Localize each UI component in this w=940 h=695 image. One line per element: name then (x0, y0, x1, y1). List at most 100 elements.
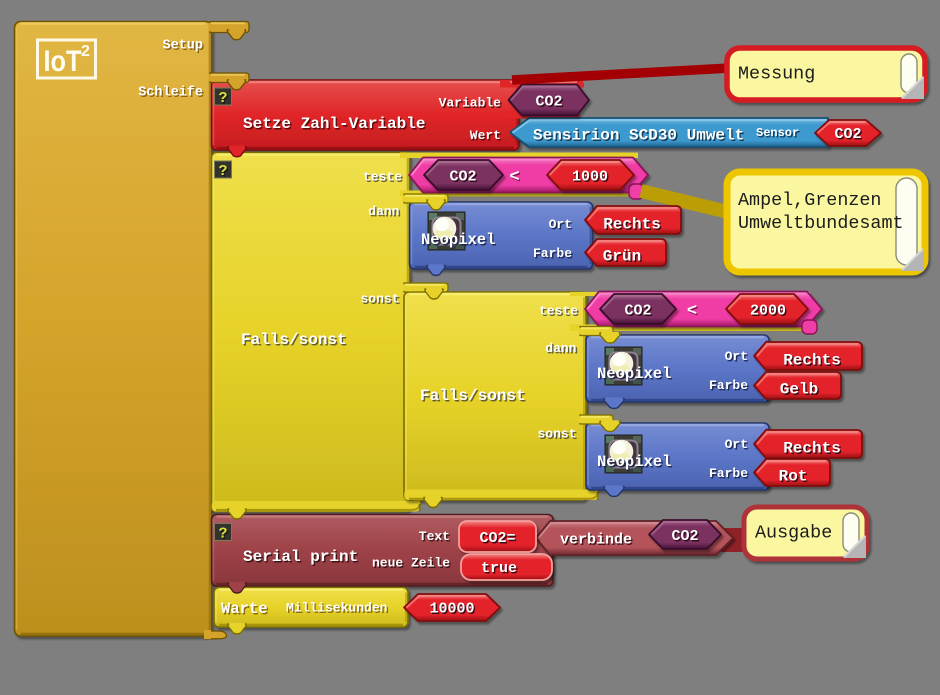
svg-text:?: ? (220, 527, 229, 544)
svg-text:Schleife: Schleife (138, 86, 203, 101)
svg-text:Farbe: Farbe (710, 379, 749, 394)
svg-text:Millisekunden: Millisekunden (286, 601, 388, 616)
svg-text:dann: dann (370, 205, 401, 220)
svg-text:Ort: Ort (550, 218, 573, 233)
svg-text:CO2: CO2 (673, 529, 700, 546)
svg-text:sonst: sonst (537, 427, 576, 442)
svg-text:Sensor: Sensor (756, 126, 799, 140)
svg-text:Rechts: Rechts (603, 216, 661, 234)
svg-text:Variable: Variable (440, 97, 503, 112)
svg-text:Ausgabe: Ausgabe (755, 523, 832, 544)
svg-text:Ort: Ort (725, 349, 748, 364)
svg-text:Umweltbundesamt: Umweltbundesamt (738, 213, 904, 234)
svg-text:true: true (481, 560, 517, 577)
svg-text:Sensor: Sensor (757, 127, 800, 141)
svg-text:CO2: CO2 (834, 126, 861, 143)
svg-text:verbinde: verbinde (560, 532, 632, 549)
svg-text:teste: teste (540, 305, 579, 320)
svg-text:Grün: Grün (603, 248, 641, 266)
svg-text:CO2: CO2 (624, 303, 651, 320)
svg-text:CO2: CO2 (836, 127, 863, 144)
svg-text:Rechts: Rechts (783, 440, 841, 458)
svg-text:dann: dann (547, 342, 578, 357)
svg-text:Millisekunden: Millisekunden (287, 602, 389, 617)
svg-text:Neopixel: Neopixel (597, 365, 671, 383)
svg-text:1000: 1000 (573, 170, 609, 187)
svg-text:Ort: Ort (726, 350, 749, 365)
svg-text:Neopixel: Neopixel (598, 454, 672, 472)
svg-text:Variable: Variable (439, 96, 502, 111)
svg-text:Farbe: Farbe (533, 246, 572, 261)
svg-text:sonst: sonst (539, 428, 578, 443)
svg-text:Falls/sonst: Falls/sonst (242, 332, 348, 350)
svg-text:Falls/sonst: Falls/sonst (241, 331, 347, 349)
svg-text:<: < (687, 302, 697, 321)
svg-text:Ort: Ort (549, 217, 572, 232)
svg-text:Rechts: Rechts (783, 352, 841, 370)
svg-text:Warte: Warte (222, 601, 269, 619)
svg-text:?: ? (220, 164, 229, 181)
svg-text:Rot: Rot (779, 468, 808, 486)
svg-text:Ampel,Grenzen: Ampel,Grenzen (738, 190, 881, 211)
svg-text:Gelb: Gelb (780, 381, 818, 399)
svg-text:Wert: Wert (471, 129, 502, 144)
svg-text:Rot: Rot (780, 469, 809, 487)
svg-text:sonst: sonst (362, 293, 401, 308)
svg-text:Rechts: Rechts (785, 353, 843, 371)
svg-text:Serial print: Serial print (244, 549, 359, 567)
svg-text:CO2: CO2 (451, 170, 478, 187)
svg-text:<: < (688, 303, 698, 322)
svg-text:Gelb: Gelb (781, 382, 819, 400)
svg-text:1000: 1000 (572, 169, 608, 186)
svg-text:?: ? (218, 526, 227, 543)
svg-text:teste: teste (364, 171, 403, 186)
svg-text:IoT: IoT (44, 45, 82, 78)
svg-text:2000: 2000 (751, 304, 787, 321)
svg-text:Setze Zahl-Variable: Setze Zahl-Variable (244, 116, 426, 134)
svg-text:Farbe: Farbe (534, 247, 573, 262)
svg-text:Rechts: Rechts (605, 217, 663, 235)
svg-text:neue Zeile: neue Zeile (372, 556, 450, 571)
svg-text:Setup: Setup (164, 40, 205, 55)
svg-text:Ort: Ort (725, 437, 748, 452)
svg-text:Neopixel: Neopixel (598, 366, 672, 384)
svg-text:10000: 10000 (429, 601, 474, 618)
svg-text:sonst: sonst (360, 292, 399, 307)
svg-text:Serial print: Serial print (243, 548, 358, 566)
svg-text:Farbe: Farbe (710, 467, 749, 482)
svg-text:Neopixel: Neopixel (597, 453, 671, 471)
svg-text:Setup: Setup (162, 39, 203, 54)
svg-text:Messung: Messung (738, 64, 815, 85)
svg-text:Farbe: Farbe (709, 378, 748, 393)
svg-text:Wert: Wert (470, 128, 501, 143)
svg-text:Ort: Ort (726, 438, 749, 453)
svg-text:neue Zeile: neue Zeile (373, 557, 451, 572)
svg-text:teste: teste (539, 304, 578, 319)
svg-text:Setze Zahl-Variable: Setze Zahl-Variable (243, 115, 425, 133)
svg-text:Neopixel: Neopixel (422, 232, 496, 250)
svg-text:CO2: CO2 (671, 528, 698, 545)
svg-text:CO2: CO2 (449, 169, 476, 186)
svg-text:Falls/sonst: Falls/sonst (420, 387, 526, 405)
svg-text:2: 2 (81, 43, 90, 60)
svg-text:Neopixel: Neopixel (421, 231, 495, 249)
svg-text:verbinde: verbinde (561, 533, 633, 550)
svg-text:?: ? (220, 91, 229, 108)
svg-text:2000: 2000 (750, 303, 786, 320)
svg-text:dann: dann (368, 204, 399, 219)
svg-text:Grün: Grün (604, 249, 642, 267)
svg-text:CO2=: CO2= (479, 530, 515, 547)
svg-text:<: < (509, 168, 519, 187)
svg-text:Schleife: Schleife (140, 87, 205, 102)
svg-text:?: ? (218, 163, 227, 180)
svg-text:true: true (482, 561, 518, 578)
svg-text:Sensirion SCD30 Umwelt: Sensirion SCD30 Umwelt (533, 127, 744, 145)
svg-text:dann: dann (545, 341, 576, 356)
svg-text:CO2: CO2 (626, 304, 653, 321)
svg-text:Warte: Warte (221, 600, 268, 618)
svg-text:10000: 10000 (431, 602, 476, 619)
svg-text:teste: teste (363, 170, 402, 185)
svg-text:Sensirion SCD30 Umwelt: Sensirion SCD30 Umwelt (534, 128, 745, 146)
svg-text:CO2=: CO2= (481, 531, 517, 548)
svg-text:Rechts: Rechts (785, 441, 843, 459)
